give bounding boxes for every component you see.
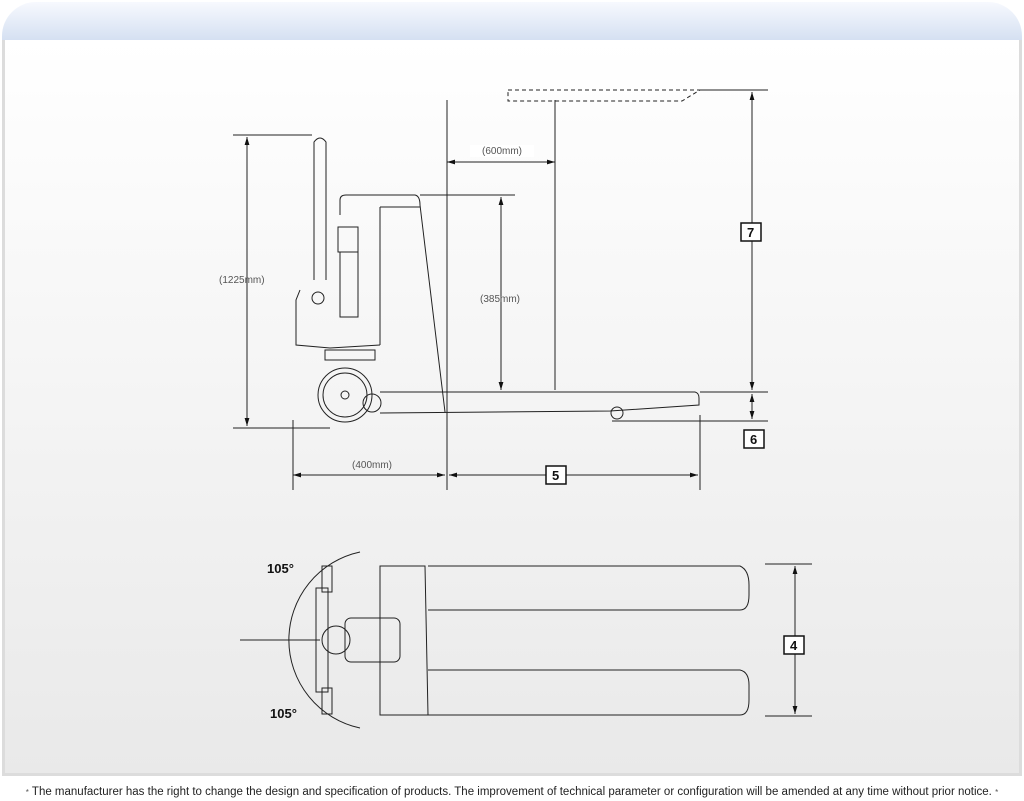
dim-box-6: 6 [750,432,757,447]
top-view [240,551,812,729]
star-mark: * [25,788,29,797]
side-view [295,89,702,423]
dim-box-5: 5 [552,468,559,483]
dim-box-4: 4 [790,638,798,653]
footer-note: * The manufacturer has the right to chan… [0,786,1024,798]
angle-top: 105° [267,561,294,576]
dim-385: (385mm) [480,294,520,305]
dim-1225: (1225mm) [219,275,265,286]
dim-400: (400mm) [352,460,392,471]
angle-bottom: 105° [270,706,297,721]
header-bar [2,2,1022,42]
dim-600: (600mm) [482,146,522,157]
footer-note-text: The manufacturer has the right to change… [31,786,992,798]
dim-box-7: 7 [747,225,754,240]
star-mark: * [995,788,999,797]
